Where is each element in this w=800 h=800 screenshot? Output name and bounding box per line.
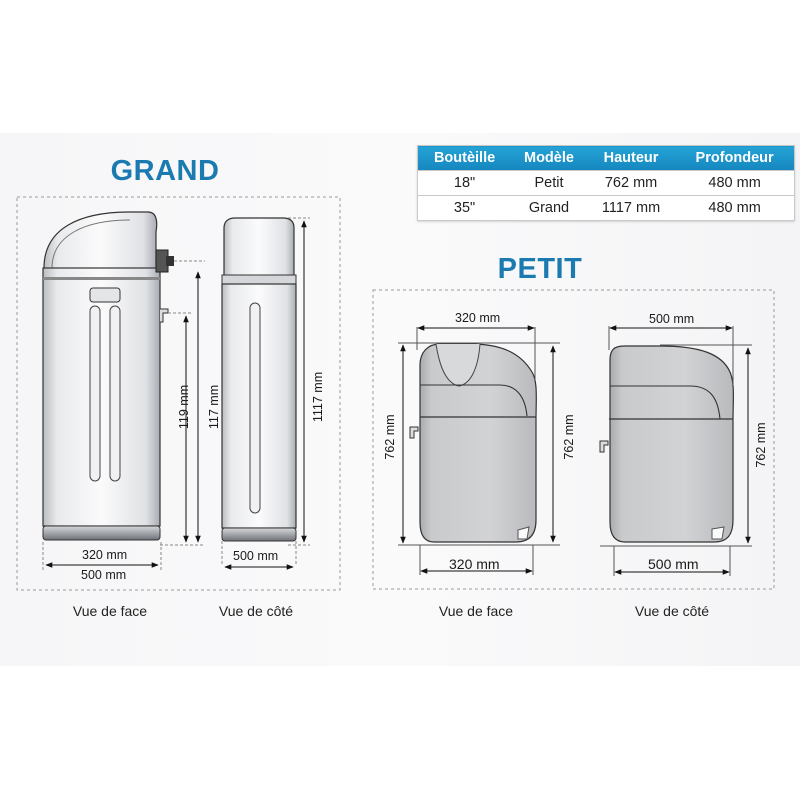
petit-frame bbox=[372, 289, 775, 590]
cell-profondeur: 480 mm bbox=[675, 195, 795, 221]
grand-front-height-outlet: 119 mm bbox=[177, 384, 191, 430]
table-row: 35" Grand 1117 mm 480 mm bbox=[417, 195, 795, 221]
grand-side-caption: Vue de côté bbox=[218, 603, 294, 619]
header-bouteille: Boutèille bbox=[417, 145, 512, 171]
grand-side-width: 500 mm bbox=[233, 549, 279, 563]
petit-side-caption: Vue de côté bbox=[634, 603, 710, 619]
grand-side-dimensions bbox=[221, 217, 310, 570]
grand-front-height-inner: 117 mm bbox=[207, 384, 221, 430]
petit-front-width-top: 320 mm bbox=[455, 311, 501, 325]
petit-front-width-bottom: 320 mm bbox=[449, 556, 500, 572]
table-row: 18" Petit 762 mm 480 mm bbox=[417, 170, 795, 196]
header-hauteur: Hauteur bbox=[586, 145, 676, 171]
grand-title: GRAND bbox=[110, 155, 220, 187]
grand-front-width-bottom: 500 mm bbox=[81, 568, 127, 582]
petit-front-caption: Vue de face bbox=[438, 603, 514, 619]
petit-side-dimensions bbox=[600, 325, 752, 576]
cell-modele: Petit bbox=[511, 170, 587, 196]
table-header-row: Boutèille Modèle Hauteur Profondeur bbox=[417, 145, 795, 171]
header-profondeur: Profondeur bbox=[675, 145, 795, 171]
petit-front-height-left: 762 mm bbox=[383, 414, 397, 460]
grand-side-height: 1117 mm bbox=[311, 371, 325, 423]
header-modele: Modèle bbox=[511, 145, 587, 171]
cell-hauteur: 762 mm bbox=[586, 170, 676, 196]
grand-front-width-top: 320 mm bbox=[82, 548, 128, 562]
grand-front-dimensions bbox=[42, 260, 205, 570]
grand-front-view bbox=[42, 211, 174, 541]
cell-bouteille: 18" bbox=[417, 170, 512, 196]
petit-side-view bbox=[599, 345, 734, 543]
cell-bouteille: 35" bbox=[417, 195, 512, 221]
petit-front-height-right: 762 mm bbox=[562, 414, 576, 460]
petit-side-height: 762 mm bbox=[754, 422, 768, 468]
petit-front-view bbox=[409, 343, 537, 543]
cell-modele: Grand bbox=[511, 195, 587, 221]
petit-side-width-bottom: 500 mm bbox=[648, 556, 699, 572]
cell-profondeur: 480 mm bbox=[675, 170, 795, 196]
cell-hauteur: 1117 mm bbox=[586, 195, 676, 221]
petit-side-width-top: 500 mm bbox=[649, 312, 695, 326]
grand-frame bbox=[16, 196, 341, 591]
petit-title: PETIT bbox=[497, 253, 583, 285]
petit-front-dimensions bbox=[398, 325, 560, 575]
spec-table: Boutèille Modèle Hauteur Profondeur 18" … bbox=[417, 145, 795, 221]
grand-front-caption: Vue de face bbox=[72, 603, 148, 619]
grand-side-view bbox=[221, 217, 297, 542]
